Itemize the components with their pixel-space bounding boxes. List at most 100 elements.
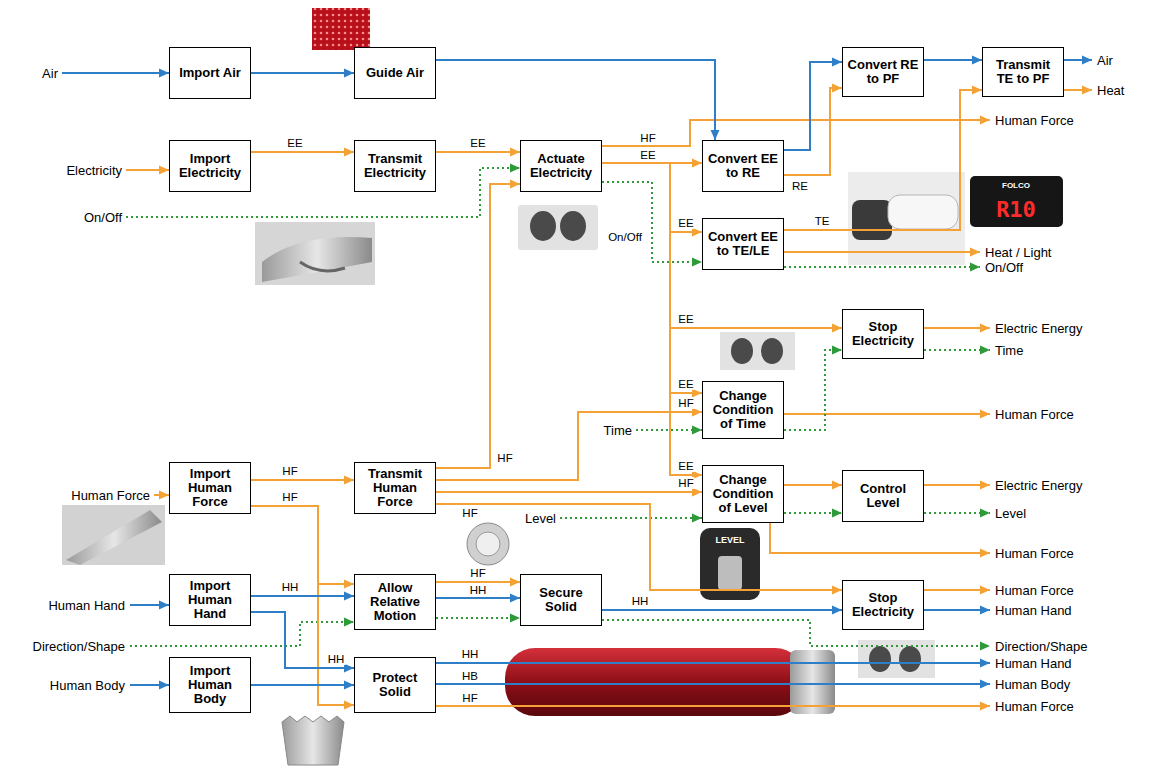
flow-label: HH bbox=[631, 595, 650, 607]
flow-label: TE bbox=[814, 215, 831, 227]
flow-name: Human Force bbox=[995, 546, 1074, 561]
flow-label: HH bbox=[327, 653, 346, 665]
flow-label: HF bbox=[677, 477, 694, 489]
function-box: Stop Electricity bbox=[842, 580, 924, 630]
function-box: Protect Solid bbox=[354, 657, 436, 713]
flow-label: EE bbox=[677, 378, 694, 390]
button bbox=[869, 646, 891, 672]
flow-label: HH bbox=[281, 581, 300, 593]
brand-mark: FOLCO bbox=[1002, 181, 1030, 190]
signal-line bbox=[924, 512, 990, 514]
signal-arrow bbox=[784, 350, 842, 430]
flow-arrow bbox=[436, 597, 520, 599]
flow-label: HH bbox=[461, 648, 480, 660]
flow-label: HB bbox=[461, 670, 479, 682]
flow-label: EE bbox=[286, 137, 303, 149]
function-box: Transmit TE to PF bbox=[982, 47, 1064, 97]
function-name: Import Human Body bbox=[173, 664, 247, 706]
flow-arrow bbox=[436, 184, 520, 468]
flow-arrow bbox=[784, 90, 982, 230]
function-name: Stop Electricity bbox=[846, 591, 920, 619]
output-line bbox=[924, 484, 990, 486]
flow-arrow bbox=[436, 491, 702, 493]
output-line bbox=[1064, 59, 1092, 61]
function-box: Import Human Body bbox=[169, 657, 251, 713]
flow-name: Heat / Light bbox=[985, 245, 1052, 260]
signal-line bbox=[784, 266, 980, 268]
flow-label: HH bbox=[469, 584, 488, 596]
output-line bbox=[924, 327, 990, 329]
flow-arrow bbox=[251, 684, 354, 686]
level-slider bbox=[718, 556, 742, 590]
flow-arrow bbox=[602, 609, 842, 611]
flow-name: Human Hand bbox=[995, 656, 1072, 671]
output-line bbox=[784, 413, 990, 415]
flow-name: Human Force bbox=[995, 583, 1074, 598]
flow-name: Human Force bbox=[71, 488, 150, 503]
flow-name: Human Hand bbox=[995, 603, 1072, 618]
function-box: Transmit Human Force bbox=[354, 462, 436, 514]
flow-name: Electricity bbox=[66, 163, 122, 178]
function-name: Actuate Electricity bbox=[524, 152, 598, 180]
function-name: Import Human Hand bbox=[173, 579, 247, 621]
function-name: Import Electricity bbox=[173, 152, 247, 180]
flow-name: Human Body bbox=[995, 677, 1070, 692]
button bbox=[731, 338, 753, 364]
flow-label: EE bbox=[639, 149, 656, 161]
flow-label: HF bbox=[677, 397, 694, 409]
function-box: Stop Electricity bbox=[842, 309, 924, 359]
dial-photo bbox=[467, 523, 509, 565]
flow-arrow bbox=[436, 581, 520, 583]
flow-label: HF bbox=[496, 452, 513, 464]
input-line bbox=[154, 494, 169, 496]
switch-marking: LEVEL bbox=[715, 535, 744, 545]
plug-body bbox=[262, 237, 372, 282]
function-name: Import Human Force bbox=[173, 467, 247, 509]
flow-label: HF bbox=[461, 507, 478, 519]
flow-name: Air bbox=[1097, 53, 1113, 68]
flow-label: RE bbox=[791, 180, 809, 192]
function-box: Change Condition of Time bbox=[702, 381, 784, 439]
input-line bbox=[130, 684, 169, 686]
flow-label: HF bbox=[461, 692, 478, 704]
signal-line bbox=[924, 349, 990, 351]
signal-arrow bbox=[436, 617, 520, 619]
function-name: Transmit Human Force bbox=[358, 467, 432, 509]
led-panel-photo bbox=[312, 8, 370, 50]
button bbox=[899, 646, 921, 672]
flow-label: EE bbox=[469, 137, 486, 149]
flow-name: Human Force bbox=[995, 407, 1074, 422]
function-box: Import Electricity bbox=[169, 140, 251, 192]
flow-arrow bbox=[251, 151, 354, 153]
flow-arrow bbox=[436, 151, 520, 153]
plug-cable bbox=[300, 262, 345, 271]
flow-arrow bbox=[251, 506, 354, 705]
output-line bbox=[602, 120, 990, 146]
output-line bbox=[770, 523, 990, 553]
flow-name: Human Body bbox=[50, 678, 125, 693]
display-photo bbox=[970, 176, 1063, 227]
flow-name: Time bbox=[995, 343, 1023, 358]
function-name: Control Level bbox=[846, 482, 920, 510]
flow-arrow bbox=[251, 506, 354, 584]
function-name: Allow Relative Motion bbox=[358, 581, 432, 623]
function-box: Transmit Electricity bbox=[354, 140, 436, 192]
flow-line-group bbox=[62, 60, 1092, 706]
dial-center bbox=[476, 532, 500, 556]
function-name: Change Condition of Time bbox=[706, 389, 780, 431]
function-box: Import Human Force bbox=[169, 462, 251, 514]
flow-label: HF bbox=[281, 491, 298, 503]
function-box: Guide Air bbox=[354, 47, 436, 99]
flow-arrow bbox=[251, 595, 354, 597]
flow-name: Electric Energy bbox=[995, 478, 1082, 493]
output-line bbox=[784, 251, 980, 253]
handle-cap bbox=[790, 650, 835, 714]
flow-arrow bbox=[784, 484, 842, 486]
flow-label: HF bbox=[639, 132, 656, 144]
flow-arrow bbox=[602, 163, 702, 475]
function-name: Transmit TE to PF bbox=[986, 58, 1060, 86]
function-name: Transmit Electricity bbox=[358, 152, 432, 180]
nozzle-photo bbox=[282, 716, 344, 765]
flow-name: Level bbox=[995, 506, 1026, 521]
